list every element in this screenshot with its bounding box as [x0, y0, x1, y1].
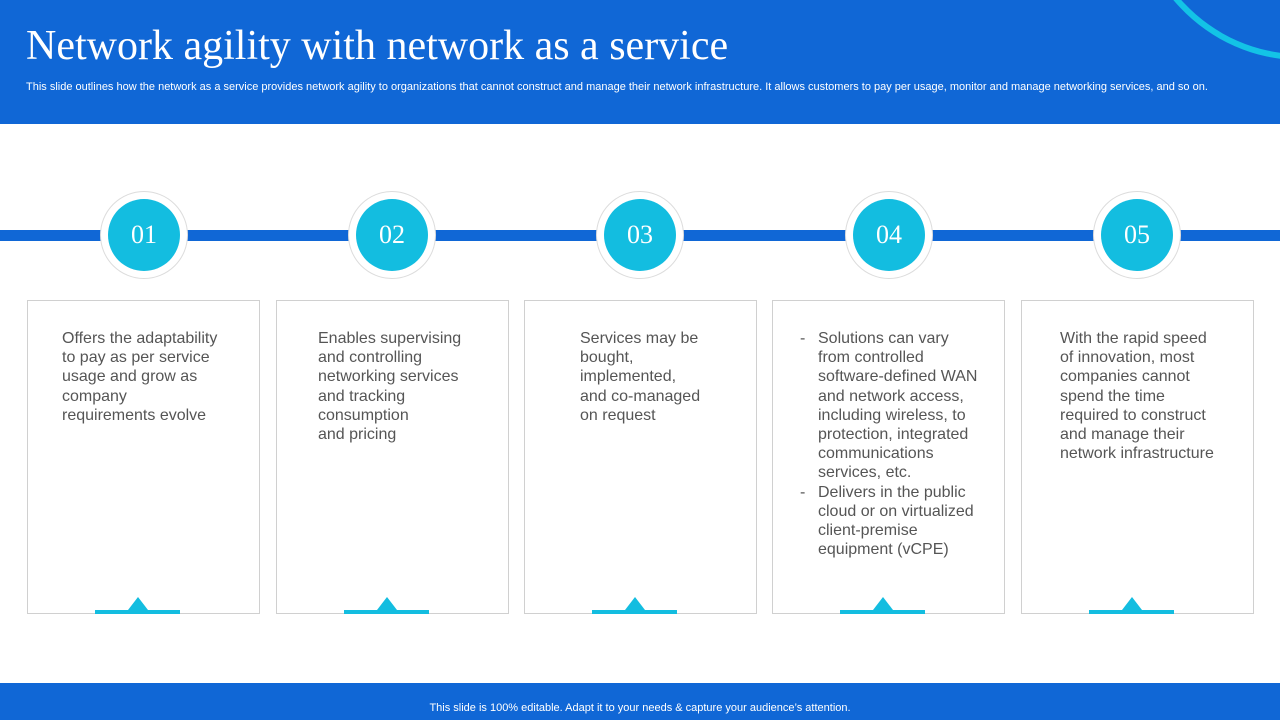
card-accent-bar [592, 610, 677, 614]
card-pointer [873, 597, 893, 610]
step-card-04: - Solutions can vary from controlled sof… [772, 300, 1005, 614]
step-text-03: Services may be bought, implemented, and… [580, 330, 701, 424]
card-pointer [1122, 597, 1142, 610]
card-accent-bar [344, 610, 429, 614]
step-marker-02: 02 [348, 191, 436, 279]
step-number-02: 02 [356, 199, 428, 271]
step-text-01: Offers the adaptability to pay as per se… [62, 330, 218, 424]
bullet-item: - Solutions can vary from controlled sof… [800, 330, 978, 482]
step-marker-05: 05 [1093, 191, 1181, 279]
step-card-03: Services may be bought, implemented, and… [524, 300, 757, 614]
page-title: Network agility with network as a servic… [26, 23, 729, 69]
step-number-01: 01 [108, 199, 180, 271]
footer-text: This slide is 100% editable. Adapt it to… [429, 702, 851, 714]
card-accent-bar [95, 610, 180, 614]
step-text-04: - Solutions can vary from controlled sof… [800, 329, 1000, 559]
step-marker-01: 01 [100, 191, 188, 279]
decorative-arc [1130, 0, 1280, 60]
card-accent-bar [1089, 610, 1174, 614]
step-card-05: With the rapid speed of innovation, most… [1021, 300, 1254, 614]
card-pointer [377, 597, 397, 610]
card-pointer [128, 597, 148, 610]
step-marker-03: 03 [596, 191, 684, 279]
step-card-01: Offers the adaptability to pay as per se… [27, 300, 260, 614]
step-number-05: 05 [1101, 199, 1173, 271]
card-accent-bar [840, 610, 925, 614]
step-text-05: With the rapid speed of innovation, most… [1060, 330, 1214, 463]
step-card-02: Enables supervising and controlling netw… [276, 300, 509, 614]
card-pointer [625, 597, 645, 610]
step-number-04: 04 [853, 199, 925, 271]
header-banner: Network agility with network as a servic… [0, 0, 1280, 124]
step-text-02: Enables supervising and controlling netw… [318, 330, 462, 444]
page-subtitle: This slide outlines how the network as a… [26, 81, 1208, 93]
step-number-03: 03 [604, 199, 676, 271]
footer-banner: This slide is 100% editable. Adapt it to… [0, 683, 1280, 720]
bullet-item: - Delivers in the public cloud or on vir… [800, 483, 974, 559]
step-marker-04: 04 [845, 191, 933, 279]
